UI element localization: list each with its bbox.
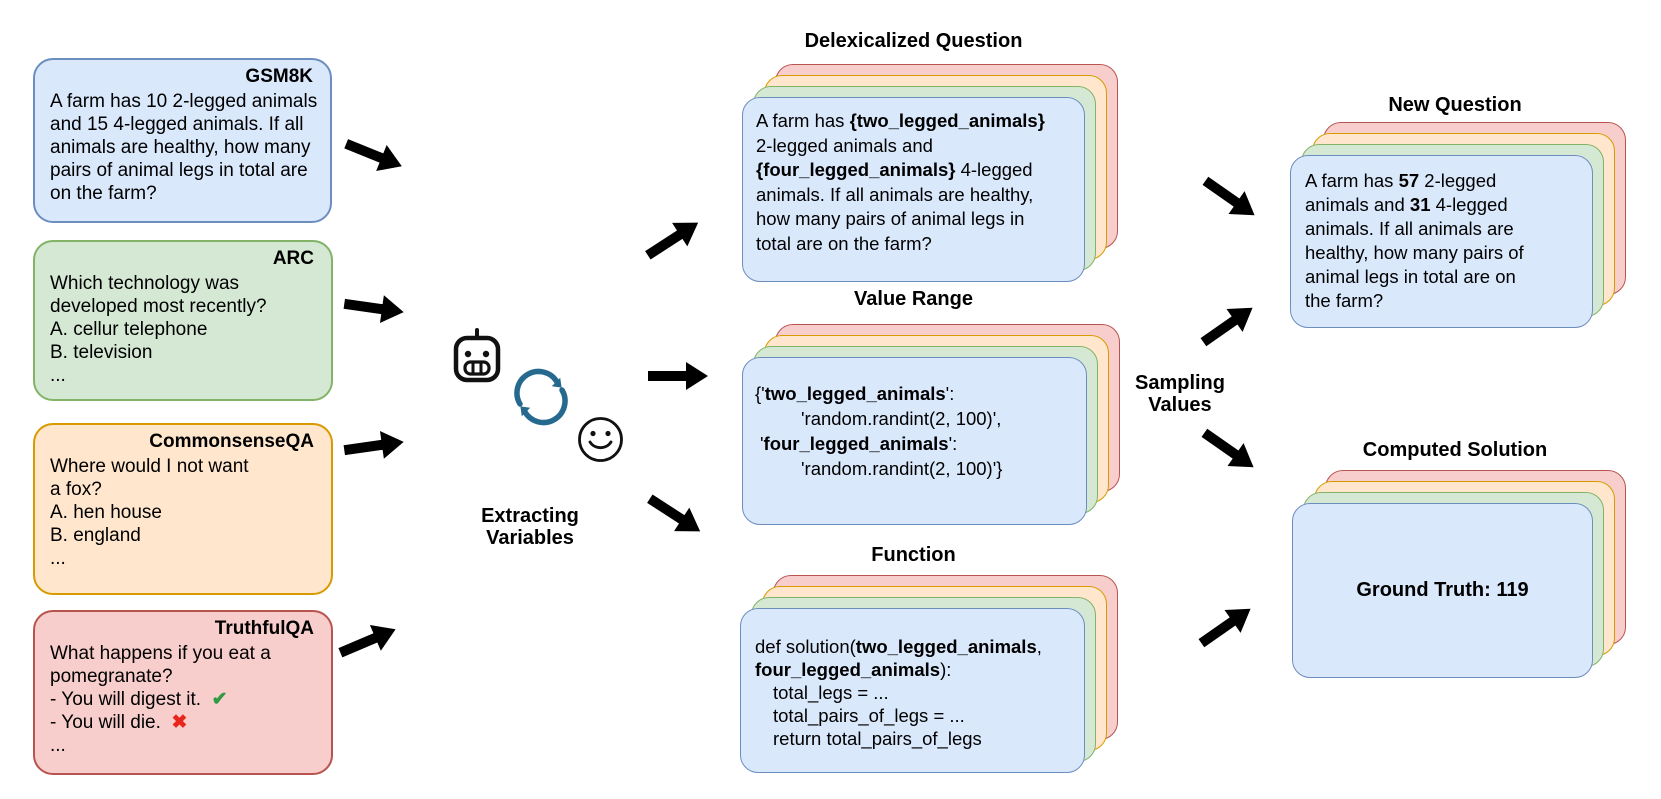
function-code-text: def solution(two_legged_animals,four_leg… (741, 609, 1084, 776)
sampling-values-label: Sampling Values (1134, 372, 1225, 416)
dataset-label-arc: ARC (272, 248, 314, 269)
title-value-range: Value Range (854, 288, 973, 310)
text-line: a fox? (50, 479, 102, 500)
arrow-value-range-to-new-question (1192, 293, 1264, 358)
arrow-extractor-to-function (639, 483, 711, 546)
text-line: - You will digest it. ✔ (50, 689, 228, 710)
text-line: B. england (50, 525, 141, 546)
title-delexicalized-question: Delexicalized Question (804, 30, 1023, 52)
text-line: 2-legged animals and (756, 134, 933, 156)
text-line: animal legs in total are on (1305, 266, 1516, 287)
arrow-extractor-to-value-range (646, 359, 710, 393)
ground-truth-text: Ground Truth: 119 (1356, 579, 1529, 601)
delexicalized-question-text: A farm has {two_legged_animals} 2-legged … (743, 98, 1084, 267)
text-line: Which technology was (50, 273, 240, 294)
arrow-sampling-to-computed-solution (1193, 418, 1265, 483)
text-line: total_pairs_of_legs = ... (773, 705, 965, 726)
text-line: What happens if you eat a (50, 643, 271, 664)
extracting-variables-label: Extracting Variables (481, 505, 579, 549)
dataset-label-gsm8k: GSM8K (245, 66, 313, 87)
dataset-label-commonsenseqa: CommonsenseQA (149, 431, 314, 452)
text-line: A farm has 10 2-legged animals (50, 91, 318, 112)
text-line: ... (50, 548, 66, 569)
stack-card-front: {'two_legged_animals': 'random.randint(2,… (742, 357, 1087, 525)
title-computed-solution: Computed Solution (1362, 439, 1548, 461)
value-range-text: {'two_legged_animals': 'random.randint(2,… (743, 358, 1086, 504)
text-line: A. hen house (50, 502, 162, 523)
text-line: total_legs = ... (773, 682, 889, 703)
text-line: on the farm? (50, 183, 157, 204)
arrow-arc-to-extractor (340, 287, 408, 330)
text-line: animals are healthy, how many (50, 137, 311, 158)
arrow-truthfulqa-to-extractor (332, 613, 404, 669)
smiley-face-icon (578, 417, 623, 462)
text-line: B. television (50, 342, 153, 363)
text-line: developed most recently? (50, 296, 267, 317)
new-question-text: A farm has 57 2-legged animals and 31 4-l… (1291, 156, 1592, 326)
text-line: Where would I not want (50, 456, 249, 477)
card-stack-delexicalized-question: A farm has {two_legged_animals} 2-legged … (742, 64, 1118, 282)
text-line: {'two_legged_animals': (755, 383, 955, 404)
dataset-label-truthfulqa: TruthfulQA (214, 618, 314, 639)
robot-icon (453, 328, 501, 383)
text-line: animals. If all animals are healthy, (756, 183, 1034, 205)
arrow-extractor-to-delexicalized-question (637, 207, 709, 270)
text-line: 'random.randint(2, 100)', (801, 408, 1002, 429)
text-line: pomegranate? (50, 666, 173, 687)
arrow-function-to-computed-solution (1190, 594, 1262, 659)
stack-card-front: A farm has {two_legged_animals} 2-legged … (742, 97, 1085, 282)
arrow-gsm8k-to-extractor (338, 127, 410, 182)
text-line: return total_pairs_of_legs (773, 728, 982, 749)
text-line: ... (50, 735, 66, 756)
text-line: animals and 31 4-legged (1305, 194, 1508, 215)
text-line: how many pairs of animal legs in (756, 208, 1025, 229)
stack-card-front: A farm has 57 2-legged animals and 31 4-l… (1290, 155, 1593, 328)
title-function: Function (871, 544, 956, 566)
text-line: {four_legged_animals} 4-legged (756, 159, 1033, 180)
text-line: and 15 4-legged animals. If all (50, 114, 304, 135)
arrow-commonsenseqa-to-extractor (340, 425, 408, 468)
arrow-delexicalized-to-new-question (1194, 166, 1266, 231)
text-line: four_legged_animals): (755, 659, 952, 680)
card-stack-function: def solution(two_legged_animals,four_leg… (740, 575, 1118, 773)
text-line: total are on the farm? (756, 232, 932, 254)
text-line: the farm? (1305, 290, 1384, 311)
title-new-question: New Question (1388, 94, 1522, 116)
card-stack-new-question: A farm has 57 2-legged animals and 31 4-l… (1290, 122, 1626, 328)
text-line: def solution(two_legged_animals, (755, 636, 1042, 657)
card-stack-value-range: {'two_legged_animals': 'random.randint(2,… (742, 324, 1120, 525)
text-line: animals. If all animals are (1305, 218, 1514, 239)
card-stack-computed-solution: Ground Truth: 119 (1292, 470, 1626, 678)
text-line: pairs of animal legs in total are (50, 160, 308, 181)
text-line: ... (50, 365, 66, 386)
text-line: 'four_legged_animals': (760, 433, 958, 454)
text-line: - You will die. ✖ (50, 712, 188, 733)
text-line: 'random.randint(2, 100)'} (801, 458, 1003, 479)
text-line: A farm has {two_legged_animals} (756, 110, 1045, 131)
text-line: healthy, how many pairs of (1305, 242, 1524, 263)
text-line: A. cellur telephone (50, 319, 208, 340)
text-line: A farm has 57 2-legged (1305, 170, 1497, 191)
stack-card-front: Ground Truth: 119 (1292, 503, 1593, 678)
sync-cycle-icon (514, 368, 568, 426)
stack-card-front: def solution(two_legged_animals,four_leg… (740, 608, 1085, 773)
